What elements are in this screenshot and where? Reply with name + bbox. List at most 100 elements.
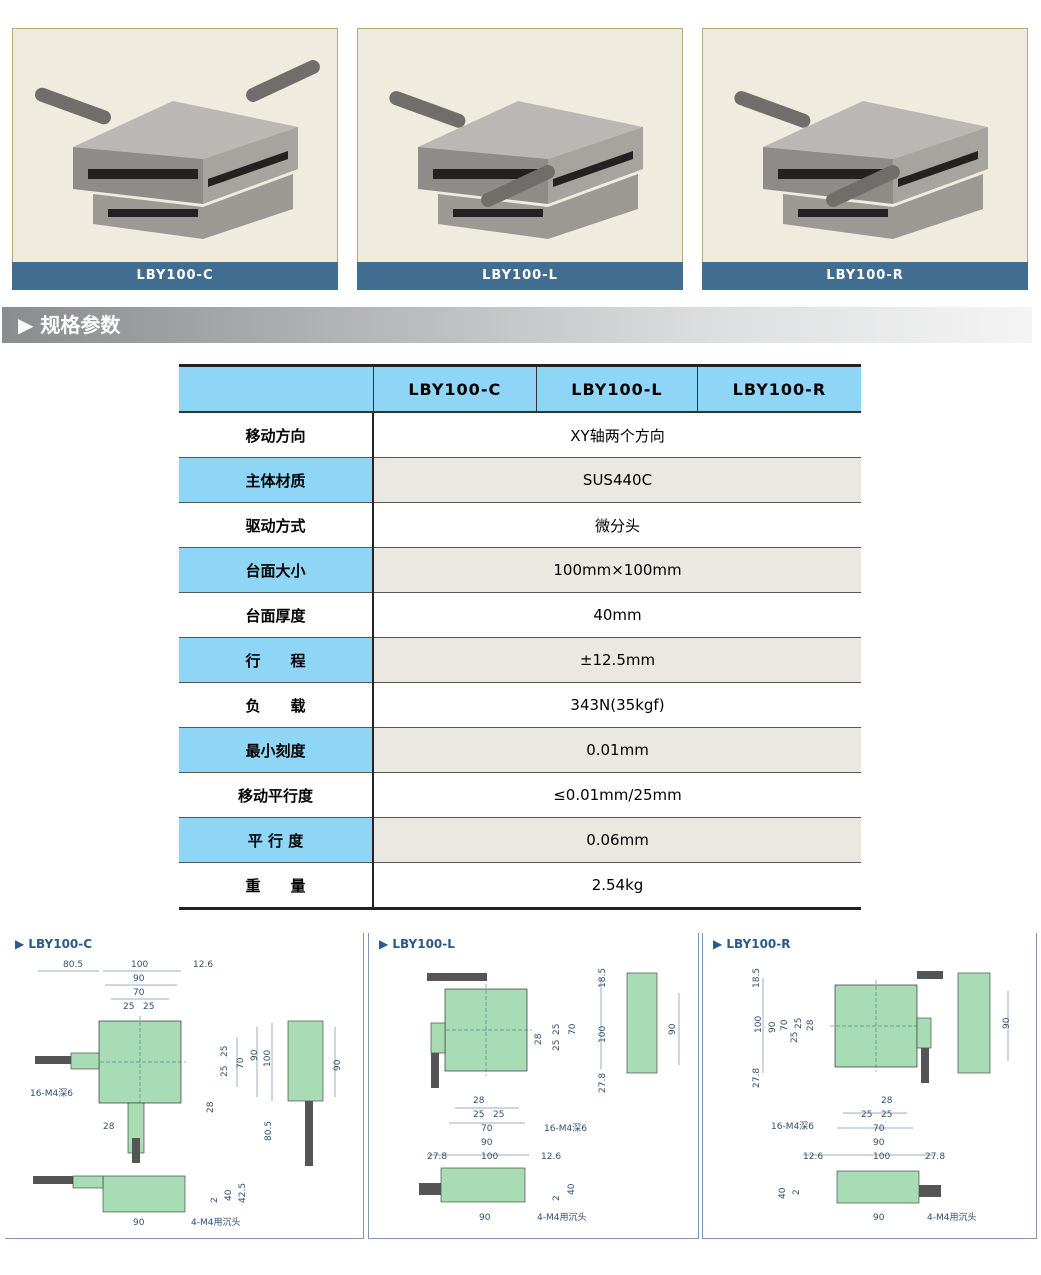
header-blank <box>179 364 373 413</box>
dimension-label: 80.5 <box>63 960 83 970</box>
dimension-label: 90 <box>768 1021 778 1033</box>
dimension-label: 12.6 <box>541 1152 561 1162</box>
xy-stage-image <box>34 60 320 239</box>
dimension-label: 90 <box>133 974 145 984</box>
table-row: 移动平行度≤0.01mm/25mm <box>179 772 861 818</box>
spec-value: XY轴两个方向 <box>373 412 861 458</box>
dimension-label: 100 <box>131 960 148 970</box>
dimension-label: 2 <box>792 1189 802 1195</box>
dimension-label: 40 <box>778 1187 788 1199</box>
header-lby100-c: LBY100-C <box>372 364 537 413</box>
dimension-label: 90 <box>250 1049 260 1061</box>
spec-value: 40mm <box>373 592 861 638</box>
dimension-label: 70 <box>873 1124 885 1134</box>
spec-value: 0.01mm <box>373 727 861 773</box>
spec-name: 台面厚度 <box>179 592 374 638</box>
dimension-label: 27.8 <box>752 1068 762 1088</box>
spec-value: 100mm×100mm <box>373 547 861 593</box>
table-row: 行 程±12.5mm <box>179 637 861 683</box>
spec-name: 主体材质 <box>179 457 374 503</box>
product-image <box>734 91 988 239</box>
dimension-label: 25 <box>552 1040 562 1051</box>
product-label: LBY100-R <box>702 262 1028 290</box>
spec-name: 行 程 <box>179 637 374 683</box>
spec-value: 2.54kg <box>373 862 861 910</box>
dimension-label: 27.8 <box>925 1152 945 1162</box>
header-lby100-l: LBY100-L <box>536 364 698 413</box>
dimension-label: 25 <box>220 1046 230 1057</box>
dimension-label: 4-M4用沉头 <box>927 1212 976 1223</box>
dimension-label: 70 <box>481 1124 493 1134</box>
dimension-label: 70 <box>780 1019 790 1031</box>
spec-name: 重 量 <box>179 862 374 910</box>
dimension-label: 12.6 <box>803 1152 823 1162</box>
dimension-label: 80.5 <box>264 1121 274 1141</box>
dimension-label: 2 <box>210 1197 220 1203</box>
dimension-label: 27.8 <box>427 1152 447 1162</box>
dimension-label: 90 <box>873 1213 885 1223</box>
dimension-label: 12.6 <box>193 960 213 970</box>
dimension-label: 16-M4深6 <box>30 1088 73 1099</box>
dimension-label: 2 <box>552 1195 562 1201</box>
dimension-label: 100 <box>263 1050 273 1067</box>
spec-name: 台面大小 <box>179 547 374 593</box>
product-label: LBY100-L <box>357 262 683 290</box>
dimension-label: 90 <box>333 1059 343 1071</box>
dimension-label: 25 <box>881 1110 892 1120</box>
dimension-label: 18.5 <box>752 968 762 988</box>
dimension-label: 25 <box>794 1018 804 1029</box>
spec-value: 微分头 <box>373 502 861 548</box>
spec-value: ≤0.01mm/25mm <box>373 772 861 818</box>
spec-value: SUS440C <box>373 457 861 503</box>
product-image <box>34 60 320 239</box>
dimension-label: 16-M4深6 <box>544 1123 587 1134</box>
dimension-label: 100 <box>481 1152 498 1162</box>
product-card-c[interactable]: LBY100-C <box>12 28 338 290</box>
dimension-label: 25 <box>493 1110 504 1120</box>
product-card-r[interactable]: LBY100-R <box>702 28 1028 290</box>
dimension-label: 90 <box>668 1023 678 1035</box>
xy-stage-image <box>734 91 988 239</box>
spec-value: 0.06mm <box>373 817 861 863</box>
dimension-label: 100 <box>598 1026 608 1043</box>
dimension-label: 25 <box>790 1032 800 1043</box>
dimension-label: 70 <box>133 988 145 998</box>
dimension-label: 16-M4深6 <box>771 1121 814 1132</box>
spec-name: 移动平行度 <box>179 772 374 818</box>
dimension-label: 100 <box>873 1152 890 1162</box>
dimension-label: 28 <box>534 1033 544 1045</box>
dimension-label: 28 <box>806 1019 816 1031</box>
dimension-label: 90 <box>1002 1017 1012 1029</box>
header-lby100-r: LBY100-R <box>696 364 861 413</box>
spec-value: 343N(35kgf) <box>373 682 861 728</box>
product-image <box>389 91 643 239</box>
dimension-label: 70 <box>236 1057 246 1069</box>
dimension-label: 25 <box>123 1002 134 1012</box>
triangle-icon: ▶ <box>18 313 34 337</box>
product-card-l[interactable]: LBY100-L <box>357 28 683 290</box>
dimension-label: 28 <box>881 1096 893 1106</box>
dimension-label: 25 <box>473 1110 484 1120</box>
drawing-title: ▶ LBY100-R <box>713 937 791 951</box>
spec-name: 平 行 度 <box>179 817 374 863</box>
spec-name: 最小刻度 <box>179 727 374 773</box>
dimension-label: 18.5 <box>598 968 608 988</box>
dimension-label: 90 <box>873 1138 885 1148</box>
dimension-label: 25 <box>552 1024 562 1035</box>
drawing-title: ▶ LBY100-C <box>15 937 93 951</box>
dimension-label: 42.5 <box>238 1183 248 1203</box>
